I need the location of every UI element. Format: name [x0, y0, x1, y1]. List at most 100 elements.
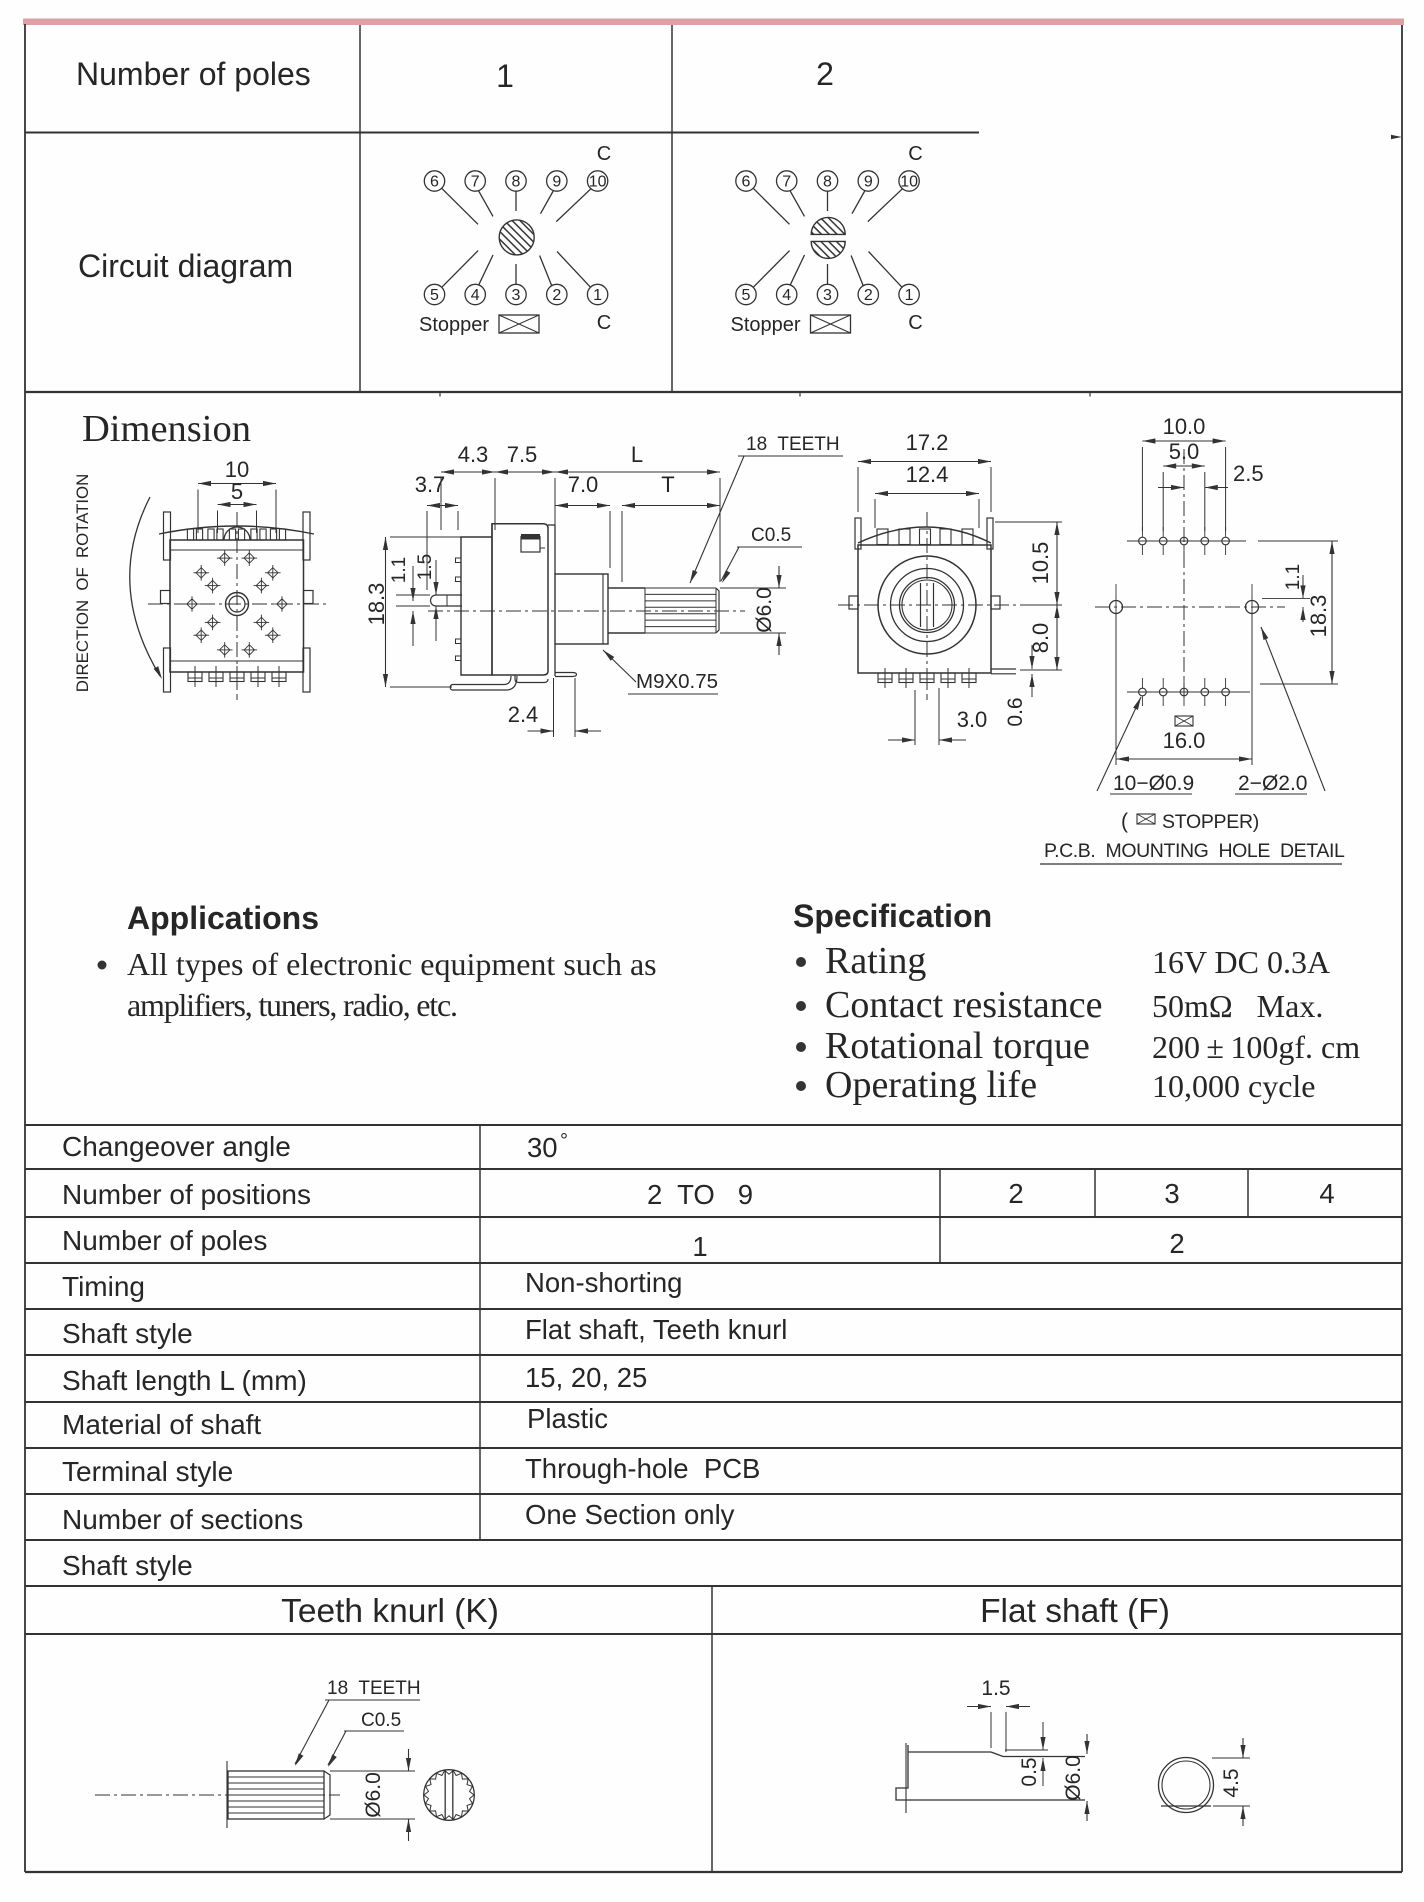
svg-text:2: 2 — [864, 287, 873, 304]
svg-text:L: L — [631, 442, 643, 467]
svg-text:18.3: 18.3 — [364, 583, 389, 626]
svg-text:C: C — [908, 143, 922, 165]
svg-text:Ø6.0: Ø6.0 — [362, 1772, 385, 1818]
svg-text:Material of shaft: Material of shaft — [62, 1409, 261, 1440]
svg-text:3.0: 3.0 — [957, 707, 988, 732]
svg-text:°: ° — [560, 1130, 568, 1152]
svg-text:2.4: 2.4 — [508, 702, 539, 727]
svg-text:1.5: 1.5 — [415, 554, 436, 580]
svg-text:4: 4 — [1319, 1178, 1334, 1209]
svg-text:All types of electronic equipm: All types of electronic equipment such a… — [127, 946, 657, 982]
svg-text:DIRECTION OF ROTATION: DIRECTION OF ROTATION — [73, 474, 92, 692]
svg-text:Changeover angle: Changeover angle — [62, 1131, 291, 1162]
svg-text:30: 30 — [527, 1132, 558, 1163]
svg-text:One Section only: One Section only — [525, 1499, 735, 1530]
svg-text:Plastic: Plastic — [527, 1403, 608, 1434]
svg-text:C: C — [908, 312, 922, 334]
svg-text:C: C — [597, 312, 611, 334]
svg-text:(: ( — [1121, 810, 1128, 833]
svg-text:0.6: 0.6 — [1004, 697, 1027, 726]
svg-text:Number of poles: Number of poles — [62, 1225, 267, 1256]
svg-text:18 TEETH: 18 TEETH — [746, 434, 840, 455]
svg-text:Number of sections: Number of sections — [62, 1504, 303, 1535]
svg-text:6: 6 — [742, 174, 751, 191]
svg-text:10.5: 10.5 — [1028, 542, 1053, 585]
svg-text:1: 1 — [692, 1231, 707, 1262]
svg-text:2.5: 2.5 — [1233, 461, 1264, 486]
svg-text:10: 10 — [225, 457, 249, 482]
svg-text:Terminal style: Terminal style — [62, 1456, 233, 1487]
svg-text:16V DC 0.3A: 16V DC 0.3A — [1152, 944, 1330, 980]
svg-text:Flat shaft (F): Flat shaft (F) — [980, 1593, 1170, 1630]
svg-text:0.5: 0.5 — [1018, 1757, 1041, 1786]
svg-text:3: 3 — [823, 287, 832, 304]
svg-text:4: 4 — [782, 287, 791, 304]
svg-text:3: 3 — [512, 287, 521, 304]
svg-text:16.0: 16.0 — [1163, 728, 1206, 753]
svg-text:Operating life: Operating life — [825, 1064, 1037, 1106]
svg-text:2: 2 — [816, 56, 834, 92]
svg-text:Through-hole PCB: Through-hole PCB — [525, 1453, 760, 1484]
svg-text:Stopper: Stopper — [419, 314, 489, 336]
svg-text:18 TEETH: 18 TEETH — [327, 1678, 421, 1699]
svg-text:Flat shaft, Teeth knurl: Flat shaft, Teeth knurl — [525, 1314, 787, 1345]
svg-text:1: 1 — [496, 58, 514, 94]
svg-text:2−Ø2.0: 2−Ø2.0 — [1238, 772, 1307, 795]
svg-text:Rotational torque: Rotational torque — [825, 1025, 1090, 1067]
svg-text:Non-shorting: Non-shorting — [525, 1267, 682, 1298]
svg-text:7.0: 7.0 — [568, 472, 599, 497]
svg-text:50mΩ Max.: 50mΩ Max. — [1152, 988, 1323, 1024]
svg-text:7.5: 7.5 — [507, 442, 538, 467]
svg-text:3.7: 3.7 — [415, 472, 446, 497]
svg-text:Circuit diagram: Circuit diagram — [78, 248, 293, 284]
svg-text:5: 5 — [742, 287, 751, 304]
svg-text:1: 1 — [593, 287, 602, 304]
svg-text:C0.5: C0.5 — [361, 1710, 401, 1731]
svg-text:1.1: 1.1 — [1283, 564, 1304, 590]
svg-text:1: 1 — [905, 287, 914, 304]
svg-text:Rating: Rating — [825, 940, 926, 982]
svg-text:Shaft length L (mm): Shaft length L (mm) — [62, 1365, 307, 1396]
svg-text:T: T — [661, 472, 674, 497]
svg-text:6: 6 — [430, 174, 439, 191]
svg-text:5: 5 — [231, 479, 243, 504]
svg-text:200 ± 100gf. cm: 200 ± 100gf. cm — [1152, 1029, 1360, 1065]
svg-text:10: 10 — [589, 174, 607, 191]
svg-text:Ø6.0: Ø6.0 — [753, 587, 776, 633]
svg-text:3: 3 — [1164, 1178, 1179, 1209]
svg-text:Ø6.0: Ø6.0 — [1062, 1755, 1085, 1801]
svg-text:18.3: 18.3 — [1306, 595, 1331, 638]
svg-text:2 TO 9: 2 TO 9 — [647, 1179, 753, 1210]
svg-text:Applications: Applications — [127, 900, 319, 936]
svg-text:17.2: 17.2 — [906, 430, 949, 455]
svg-text:5: 5 — [430, 287, 439, 304]
svg-text:Teeth knurl (K): Teeth knurl (K) — [281, 1593, 499, 1630]
svg-text:Number of poles: Number of poles — [76, 56, 311, 92]
svg-text:1.5: 1.5 — [981, 1677, 1010, 1700]
svg-text:C: C — [597, 143, 611, 165]
svg-text:8: 8 — [512, 174, 521, 191]
svg-text:4.5: 4.5 — [1220, 1768, 1243, 1797]
svg-text:Stopper: Stopper — [731, 314, 801, 336]
svg-text:C0.5: C0.5 — [751, 525, 791, 546]
svg-text:2: 2 — [1008, 1178, 1023, 1209]
svg-text:10: 10 — [900, 174, 918, 191]
svg-text:8: 8 — [823, 174, 832, 191]
svg-text:Number of positions: Number of positions — [62, 1179, 311, 1210]
svg-text:10−Ø0.9: 10−Ø0.9 — [1113, 772, 1194, 795]
svg-text:10,000 cycle: 10,000 cycle — [1152, 1068, 1316, 1104]
svg-text:STOPPER): STOPPER) — [1162, 811, 1259, 833]
svg-text:1.1: 1.1 — [389, 557, 410, 583]
svg-text:2: 2 — [1169, 1228, 1184, 1259]
svg-text:Contact resistance: Contact resistance — [825, 984, 1103, 1026]
svg-text:P.C.B. MOUNTING HOLE DETAIL: P.C.B. MOUNTING HOLE DETAIL — [1044, 840, 1345, 862]
svg-text:Specification: Specification — [793, 898, 992, 934]
svg-text:12.4: 12.4 — [906, 462, 949, 487]
svg-text:15, 20, 25: 15, 20, 25 — [525, 1362, 647, 1393]
svg-text:10.0: 10.0 — [1163, 414, 1206, 439]
svg-text:9: 9 — [552, 174, 561, 191]
svg-text:Timing: Timing — [62, 1271, 145, 1302]
svg-text:4: 4 — [471, 287, 480, 304]
svg-text:2: 2 — [552, 287, 561, 304]
svg-text:M9X0.75: M9X0.75 — [636, 670, 718, 693]
